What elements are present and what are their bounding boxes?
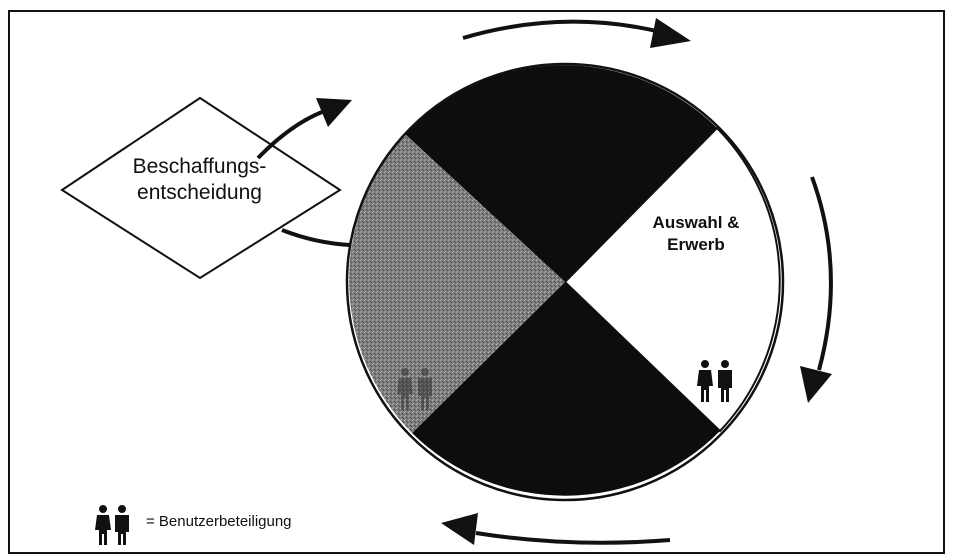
frame-border: [8, 10, 945, 554]
right-cycle-arrow-shaft: [810, 176, 833, 371]
selection-label-line2: Erwerb: [667, 235, 725, 254]
cycle-circle-outline: [345, 62, 785, 502]
bottom-cycle-arrow-shaft: [475, 531, 671, 545]
up-arrow-icon: [316, 98, 352, 127]
top-cycle-arrow-shaft: [462, 19, 666, 40]
decision-diamond: [60, 96, 342, 280]
up-arrow-shaft: [256, 110, 323, 160]
segment-selection: [563, 126, 781, 433]
decision-label: Beschaffungs- entscheidung: [92, 154, 307, 206]
decision-label-line2: entscheidung: [137, 181, 262, 204]
right-arrow-icon: [800, 366, 832, 403]
legend-user-pair-icon: [95, 505, 129, 545]
selection-label-line1: Auswahl &: [652, 213, 740, 232]
decision-label-line1: Beschaffungs-: [132, 155, 267, 178]
segment-bottom: [412, 282, 720, 496]
top-arrow-icon: [650, 18, 691, 48]
connector-curve: [281, 228, 351, 247]
selection-segment-label: Auswahl & Erwerb: [626, 212, 766, 256]
segment-top: [405, 65, 717, 282]
legend-label: = Benutzerbeteiligung: [146, 513, 292, 530]
user-pair-icon: [697, 360, 732, 402]
bottom-arrow-icon: [441, 513, 478, 545]
user-pair-icon-gray: [397, 368, 432, 410]
segment-left: [349, 134, 565, 433]
